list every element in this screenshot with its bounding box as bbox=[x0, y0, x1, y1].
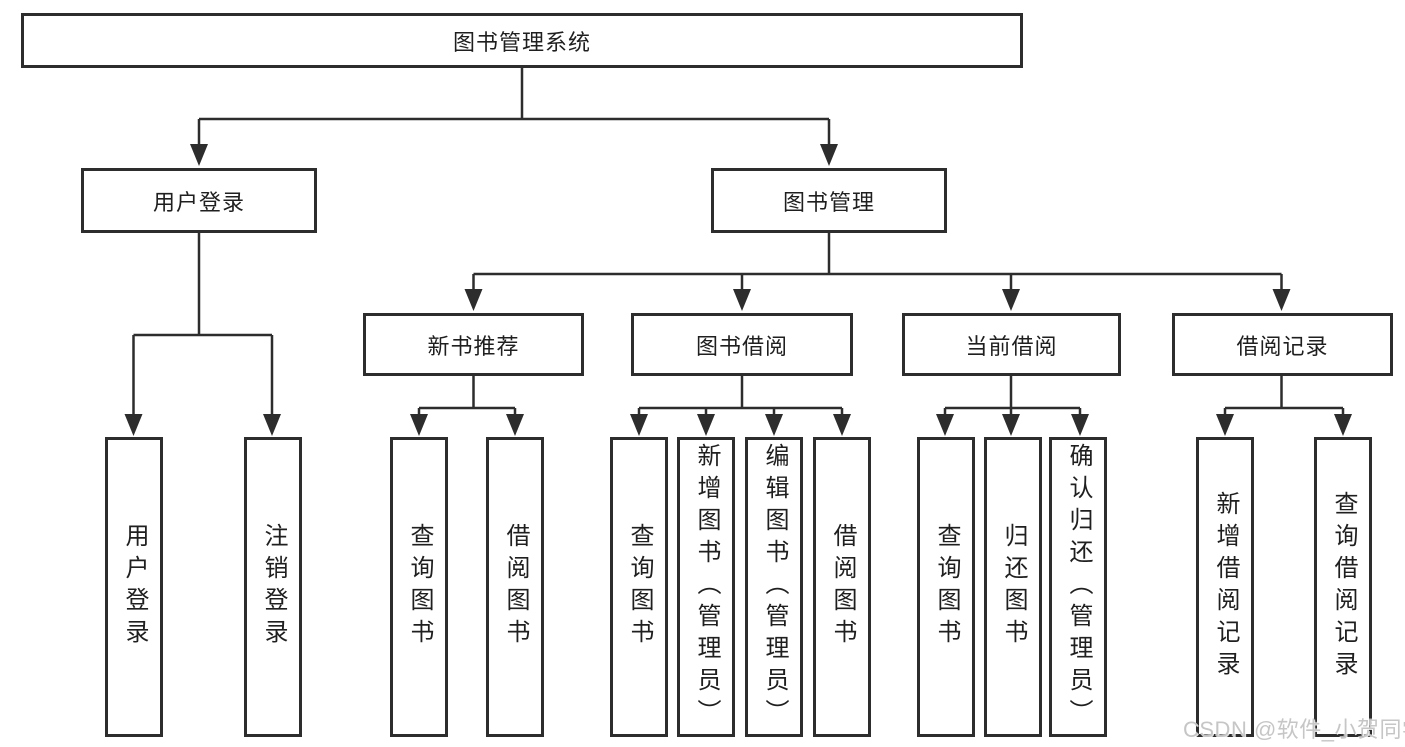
node-label: 借阅图书 bbox=[502, 523, 529, 651]
node-label: 编辑图书（管理员） bbox=[761, 443, 788, 731]
node-label: 确认归还（管理员） bbox=[1065, 443, 1092, 731]
node-label: 归还图书 bbox=[1000, 523, 1027, 651]
node-label: 新增借阅记录 bbox=[1212, 491, 1239, 683]
node-book-borrowing: 图书借阅 bbox=[631, 313, 853, 376]
node-current-borrowing: 当前借阅 bbox=[902, 313, 1121, 376]
leaf-return-book: 归还图书 bbox=[984, 437, 1042, 737]
node-label: 用户登录 bbox=[121, 523, 148, 651]
leaf-edit-book-admin: 编辑图书（管理员） bbox=[745, 437, 803, 737]
node-label: 查询图书 bbox=[406, 523, 433, 651]
node-label: 图书管理 bbox=[782, 189, 875, 215]
leaf-confirm-return-admin: 确认归还（管理员） bbox=[1049, 437, 1107, 737]
leaf-add-book-admin: 新增图书（管理员） bbox=[677, 437, 735, 737]
node-label: 当前借阅 bbox=[965, 333, 1058, 359]
node-label: 查询借阅记录 bbox=[1330, 491, 1357, 683]
leaf-query-books: 查询图书 bbox=[610, 437, 668, 737]
leaf-borrow-books: 借阅图书 bbox=[486, 437, 544, 737]
node-label: 借阅图书 bbox=[829, 523, 856, 651]
node-library-management-system: 图书管理系统 bbox=[21, 13, 1023, 68]
node-borrowing-records: 借阅记录 bbox=[1172, 313, 1393, 376]
node-label: 借阅记录 bbox=[1236, 333, 1329, 359]
node-book-management: 图书管理 bbox=[711, 168, 947, 233]
leaf-add-borrow-record: 新增借阅记录 bbox=[1196, 437, 1254, 737]
leaf-query-books: 查询图书 bbox=[917, 437, 975, 737]
node-label: 注销登录 bbox=[260, 523, 287, 651]
node-label: 新书推荐 bbox=[427, 333, 520, 359]
leaf-query-borrow-record: 查询借阅记录 bbox=[1314, 437, 1372, 737]
node-new-book-recommendation: 新书推荐 bbox=[363, 313, 584, 376]
leaf-borrow-books: 借阅图书 bbox=[813, 437, 871, 737]
node-user-login: 用户登录 bbox=[81, 168, 317, 233]
node-label: 新增图书（管理员） bbox=[693, 443, 720, 731]
leaf-user-login: 用户登录 bbox=[105, 437, 163, 737]
node-label: 图书借阅 bbox=[695, 333, 788, 359]
node-label: 用户登录 bbox=[152, 189, 245, 215]
leaf-query-books: 查询图书 bbox=[390, 437, 448, 737]
node-label: 查询图书 bbox=[626, 523, 653, 651]
node-label: 查询图书 bbox=[933, 523, 960, 651]
leaf-logout: 注销登录 bbox=[244, 437, 302, 737]
node-label: 图书管理系统 bbox=[452, 29, 591, 55]
